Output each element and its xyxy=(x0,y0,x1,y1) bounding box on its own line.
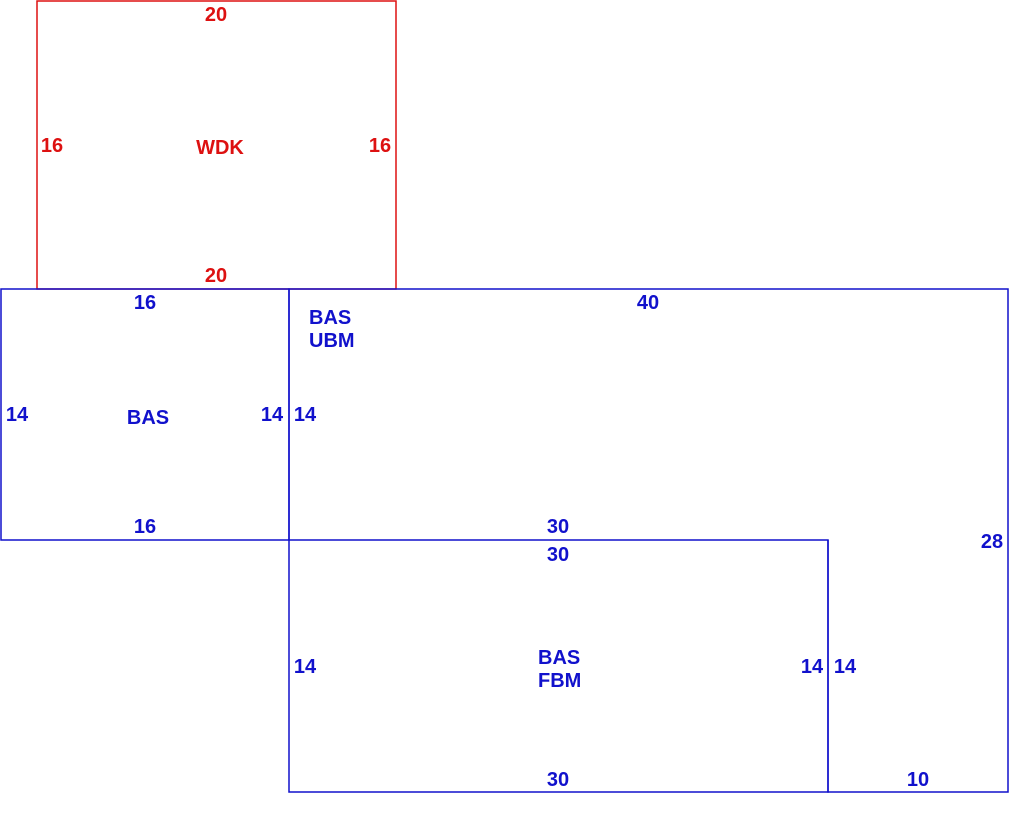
bas-ubm-inner-left-dimension: 14 xyxy=(834,656,857,678)
bas-fbm-right-dimension: 14 xyxy=(801,656,824,678)
wdk-area-label: WDK xyxy=(196,137,244,159)
wdk-top-dimension: 20 xyxy=(205,4,227,26)
bas-ubm-top-dimension: 40 xyxy=(637,292,659,314)
bas-fbm-label-line2: FBM xyxy=(538,670,581,692)
bas-fbm-outline xyxy=(288,539,829,793)
wdk-bottom-dimension: 20 xyxy=(205,265,227,287)
bas-fbm-top-dimension: 30 xyxy=(547,544,569,566)
bas-ubm-area: 40 14 28 30 14 10 BAS UBM xyxy=(288,288,1009,793)
bas-ubm-label-line1: BAS xyxy=(309,307,351,329)
bas-left-area-label: BAS xyxy=(127,407,169,429)
bas-left-bottom-dimension: 16 xyxy=(134,516,156,538)
wdk-area: 20 20 16 16 WDK xyxy=(36,0,397,290)
bas-left-top-dimension: 16 xyxy=(134,292,156,314)
wdk-right-dimension: 16 xyxy=(369,135,391,157)
bas-left-right-dimension: 14 xyxy=(261,404,284,426)
bas-fbm-left-dimension: 14 xyxy=(294,656,317,678)
wdk-left-dimension: 16 xyxy=(41,135,63,157)
bas-ubm-inner-bottom-dimension: 30 xyxy=(547,516,569,538)
bas-fbm-label-line1: BAS xyxy=(538,647,580,669)
bas-ubm-left-dimension: 14 xyxy=(294,404,317,426)
bas-fbm-bottom-dimension: 30 xyxy=(547,769,569,791)
bas-ubm-right-dimension: 28 xyxy=(981,531,1003,553)
bas-fbm-area: 30 30 14 14 BAS FBM xyxy=(288,539,829,793)
bas-left-area: 16 16 14 14 BAS xyxy=(0,288,290,541)
bas-ubm-bottom-right-dimension: 10 xyxy=(907,769,929,791)
bas-left-left-dimension: 14 xyxy=(6,404,29,426)
bas-ubm-label-line2: UBM xyxy=(309,330,355,352)
